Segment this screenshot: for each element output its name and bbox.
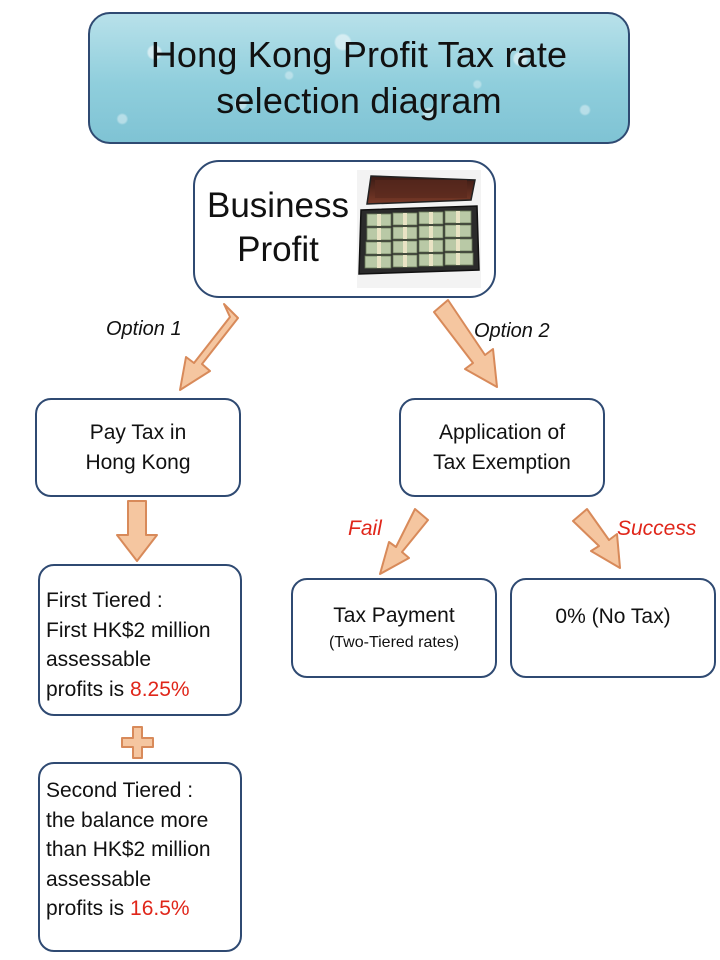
option1-arrow-icon: [179, 303, 239, 391]
down-arrow-icon: [116, 500, 158, 562]
second-tier-box: Second Tiered : the balance more than HK…: [38, 762, 242, 952]
success-label: Success: [617, 517, 697, 540]
first-tier-box: First Tiered : First HK$2 million assess…: [38, 564, 242, 716]
tax-payment-line-1: Tax Payment: [333, 604, 455, 627]
business-profit-label: Business Profit: [206, 186, 350, 269]
pay-tax-line-1: Pay Tax in: [89, 420, 187, 444]
second-tier-rate: 16.5%: [130, 897, 190, 920]
success-arrow-icon: [572, 508, 621, 569]
second-tier-text: Second Tiered : the balance more than HK…: [46, 779, 211, 920]
business-profit-box: Business Profit: [193, 160, 496, 298]
first-tier-rate: 8.25%: [130, 677, 190, 701]
option-1-label: Option 1: [106, 318, 182, 340]
title-line-1: Hong Kong Profit Tax rate: [150, 34, 568, 75]
exemption-line-2: Tax Exemption: [433, 450, 571, 474]
money-briefcase-image: [357, 170, 481, 288]
pay-tax-hong-kong-box: Pay Tax in Hong Kong: [35, 398, 241, 497]
tax-payment-line-2: (Two-Tiered rates): [328, 634, 460, 651]
fail-arrow-icon: [379, 508, 429, 575]
diagram-title-box: Hong Kong Profit Tax rate selection diag…: [88, 12, 630, 144]
pay-tax-line-2: Hong Kong: [85, 450, 191, 474]
first-tier-text: First Tiered : First HK$2 million assess…: [46, 589, 211, 701]
tax-exemption-box: Application of Tax Exemption: [399, 398, 605, 497]
plus-icon: [121, 726, 154, 759]
no-tax-box: 0% (No Tax): [510, 578, 716, 678]
title-line-2: selection diagram: [216, 80, 502, 121]
exemption-line-1: Application of: [438, 420, 566, 444]
tax-payment-box: Tax Payment (Two-Tiered rates): [291, 578, 497, 678]
option-2-label: Option 2: [474, 320, 550, 342]
no-tax-label: 0% (No Tax): [555, 605, 671, 628]
option2-arrow-icon: [433, 299, 498, 388]
fail-label: Fail: [348, 517, 382, 540]
